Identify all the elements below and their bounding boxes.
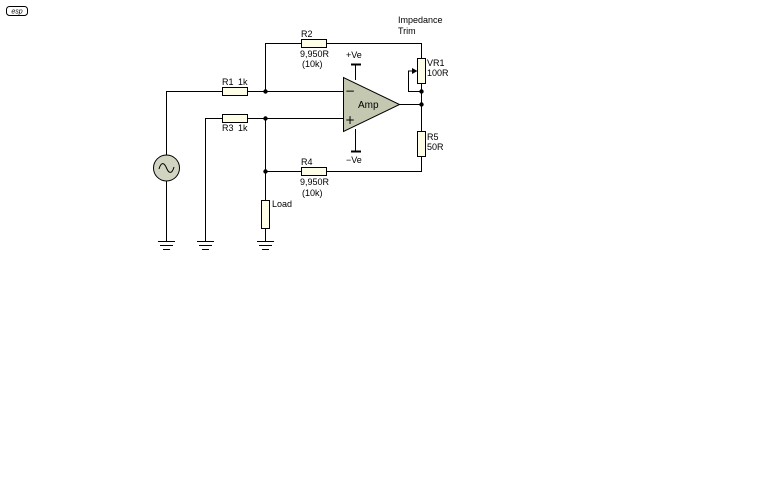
load-label: Load <box>272 199 292 209</box>
resistor-load <box>261 200 270 229</box>
r4-name-label: R4 <box>301 157 313 167</box>
vr1-value-label: 100R <box>427 68 449 78</box>
r2-value-label: 9,950R <box>300 49 330 59</box>
resistor-r5 <box>417 131 426 157</box>
junction-dot <box>263 169 268 174</box>
negative-supply-label: −Ve <box>346 155 362 165</box>
ac-source <box>153 154 180 182</box>
esp-logo: esp <box>6 6 28 16</box>
junction-dot <box>263 116 268 121</box>
supply-rails <box>351 63 361 153</box>
impedance-trim-label-line1: Impedance <box>398 15 443 25</box>
noninverting-input-sign: + <box>345 113 355 127</box>
r3-name-label: R3 <box>222 123 234 133</box>
inverting-input-sign: − <box>345 84 355 98</box>
resistor-r2 <box>301 39 327 48</box>
ground-symbol <box>257 241 274 250</box>
r3-value-label: 1k <box>238 123 248 133</box>
positive-supply-label: +Ve <box>346 50 362 60</box>
opamp-symbol: Amp − + <box>343 76 401 133</box>
resistor-r3 <box>222 114 248 123</box>
r1-name-label: R1 <box>222 77 234 87</box>
ground-symbol <box>158 241 175 250</box>
impedance-trim-label-line2: Trim <box>398 26 416 36</box>
ground-symbol <box>197 241 214 250</box>
r1-value-label: 1k <box>238 77 248 87</box>
r4-note-label: (10k) <box>302 188 323 198</box>
junction-dot <box>419 102 424 107</box>
vr1-name-label: VR1 <box>427 58 445 68</box>
junction-dot <box>263 89 268 94</box>
resistor-r1 <box>222 87 248 96</box>
wires <box>166 43 422 241</box>
r4-value-label: 9,950R <box>300 177 330 187</box>
r2-name-label: R2 <box>301 29 313 39</box>
potentiometer-vr1 <box>408 58 426 92</box>
r5-value-label: 50R <box>427 142 444 152</box>
resistor-r4 <box>301 167 327 176</box>
logo-text: esp <box>11 9 22 16</box>
r5-name-label: R5 <box>427 132 439 142</box>
r2-note-label: (10k) <box>302 59 323 69</box>
opamp-label: Amp <box>358 100 379 111</box>
